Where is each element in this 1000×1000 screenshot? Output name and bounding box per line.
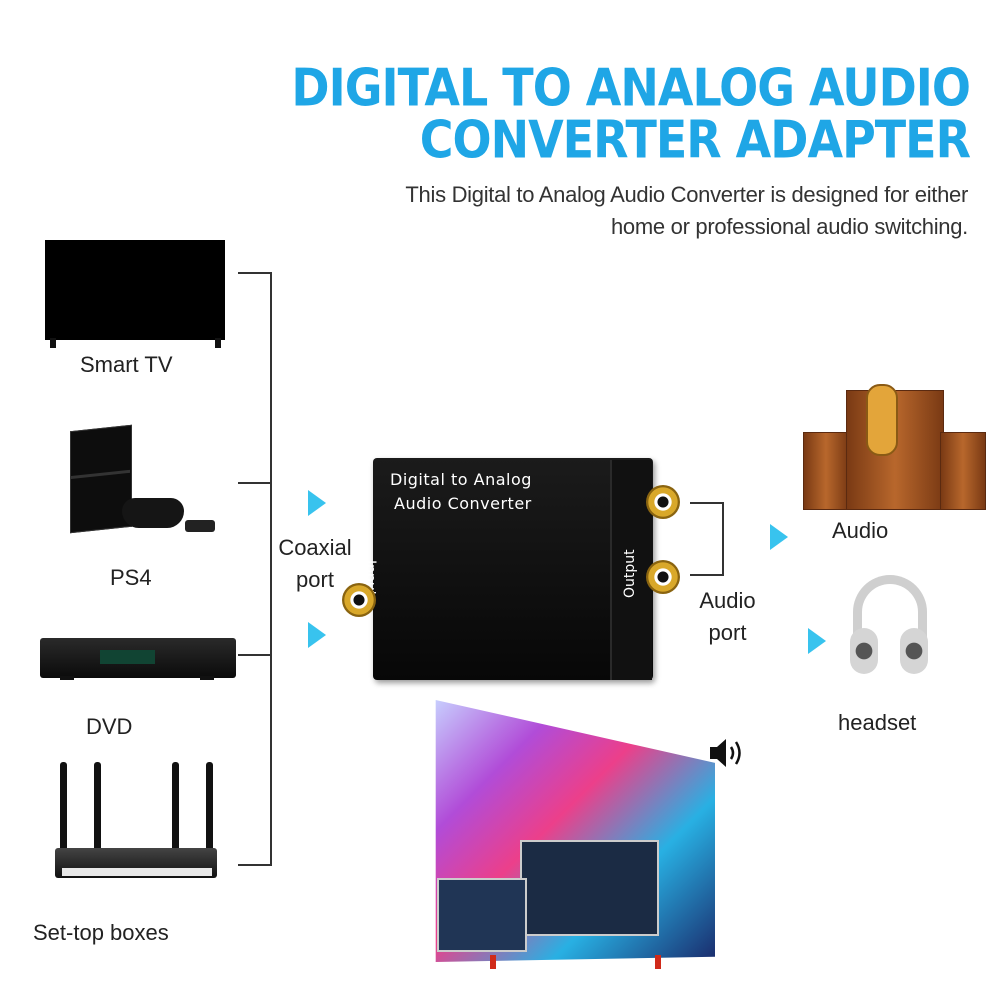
dvd-display [100, 650, 155, 664]
dvd-foot [200, 676, 214, 680]
rca-output-jack-bottom [646, 560, 680, 594]
output-label-audio: Audio [832, 518, 889, 543]
monitor-leg [490, 955, 496, 969]
monitor-leg [655, 955, 661, 969]
speaker-right-image [940, 432, 986, 510]
converter-text-line-2: Audio Converter [394, 494, 532, 513]
audio-port-label-line-1: Audio [699, 588, 756, 613]
speaker-left-image [803, 432, 849, 510]
converter-device-image [373, 458, 653, 680]
connector-line [722, 502, 724, 576]
output-label-headset: headset [838, 710, 917, 735]
converter-output-label: Output [622, 549, 638, 598]
speaker-driver [866, 384, 898, 456]
source-label-dvd: DVD [86, 714, 133, 739]
connector-line [270, 272, 272, 866]
converter-text-line-1: Digital to Analog [390, 470, 532, 489]
monitor-laptop-screen [437, 878, 527, 952]
coaxial-port-label-line-2: port [296, 567, 334, 592]
subtitle-line-1: This Digital to Analog Audio Converter i… [405, 182, 968, 207]
source-label-smart-tv: Smart TV [80, 352, 173, 377]
smart-tv-image [45, 240, 225, 340]
subtitle-line-2: home or professional audio switching. [611, 214, 968, 239]
coaxial-port-label-line-1: Coaxial [278, 535, 352, 560]
connector-line [238, 654, 272, 656]
headset-image [853, 575, 927, 645]
tv-stand-right [215, 338, 221, 348]
router-strip [62, 868, 212, 876]
right-arrow-icon [308, 490, 326, 516]
rca-output-jack-top [646, 485, 680, 519]
connector-line [238, 272, 272, 274]
right-arrow-icon [770, 524, 788, 550]
headset-cup-right [900, 628, 928, 674]
right-arrow-icon [308, 622, 326, 648]
monitor-studio-screen [520, 840, 659, 936]
coaxial-input-jack [342, 583, 376, 617]
antenna [206, 762, 213, 854]
right-arrow-icon [808, 628, 826, 654]
connector-line [690, 502, 724, 504]
camera-image [185, 520, 215, 532]
connector-line [238, 482, 272, 484]
headset-cup-left [850, 628, 878, 674]
gamepad-image [122, 498, 184, 528]
dvd-foot [60, 676, 74, 680]
audio-port-label-line-2: port [708, 620, 747, 645]
antenna [60, 762, 67, 854]
converter-side-panel [610, 460, 652, 680]
connector-line [690, 574, 724, 576]
antenna [94, 762, 101, 854]
title-line-2: CONVERTER ADAPTER [419, 109, 971, 170]
speaker-volume-icon [708, 735, 748, 771]
antenna [172, 762, 179, 854]
source-label-ps4: PS4 [110, 565, 152, 590]
source-label-set-top-boxes: Set-top boxes [33, 920, 169, 945]
connector-line [238, 864, 272, 866]
title-line-1: DIGITAL TO ANALOG AUDIO [291, 57, 971, 118]
tv-stand-left [50, 338, 56, 348]
